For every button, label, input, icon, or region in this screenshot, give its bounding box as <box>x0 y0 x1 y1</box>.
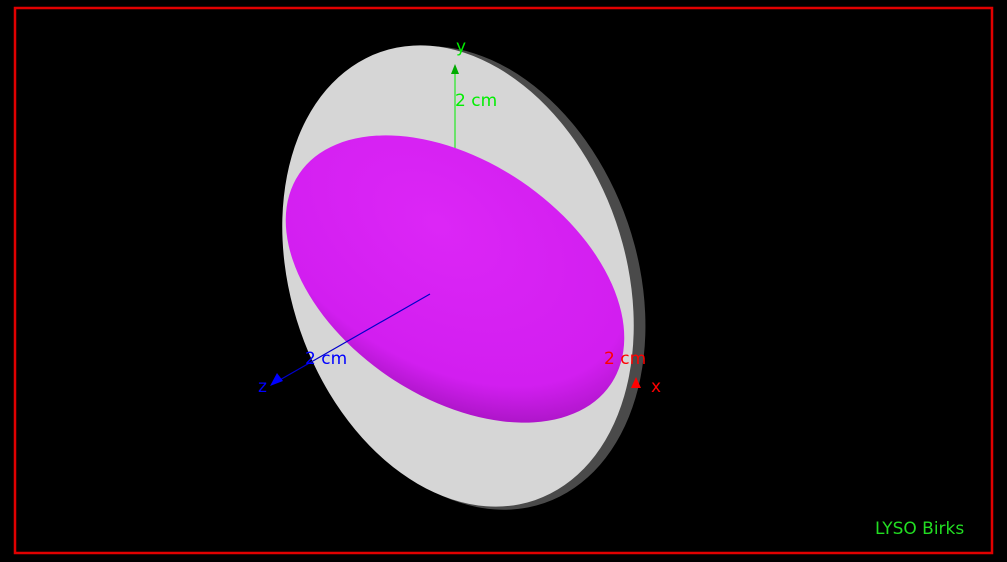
z-axis-label: z <box>258 377 267 397</box>
lyso-crystal <box>285 135 625 423</box>
y-axis-arrowhead <box>451 64 459 74</box>
z-axis-scale-label: 2 cm <box>305 349 347 369</box>
y-axis-label: y <box>456 37 466 57</box>
scene-title: LYSO Birks <box>875 519 964 539</box>
x-axis-arrowhead <box>631 377 641 388</box>
z-axis-arrowhead <box>270 373 283 386</box>
x-axis-label: x <box>651 377 661 397</box>
z-axis-line <box>277 293 431 382</box>
viewport-frame <box>13 6 994 555</box>
y-axis-scale-label: 2 cm <box>455 91 497 111</box>
x-axis-scale-label: 2 cm <box>604 349 646 369</box>
